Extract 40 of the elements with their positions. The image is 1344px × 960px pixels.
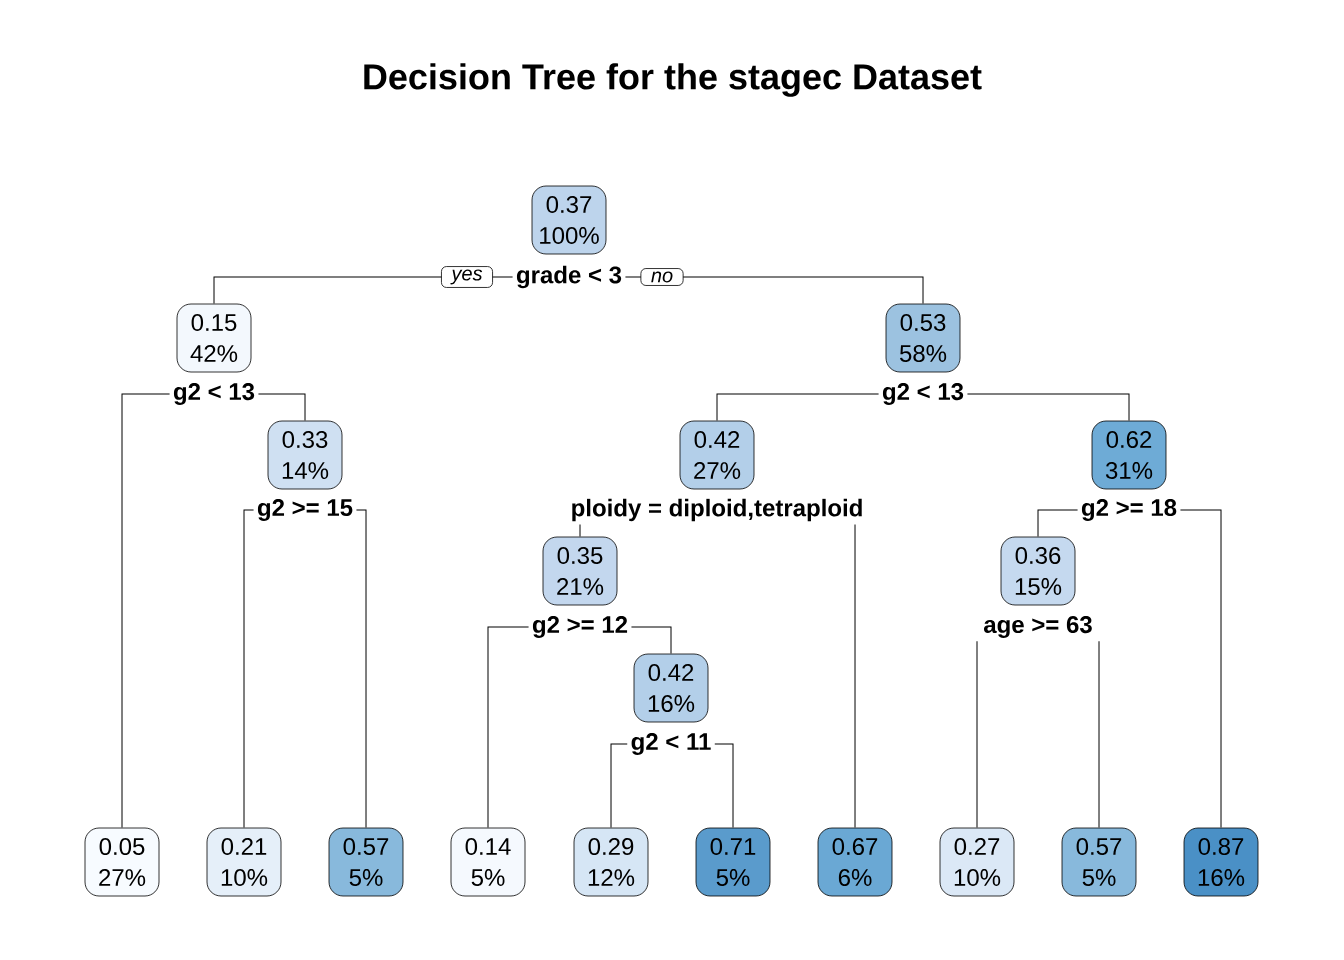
connector-line bbox=[121, 393, 171, 829]
split-label: g2 < 13 bbox=[173, 383, 255, 405]
title: Decision Tree for the stagec Dataset bbox=[364, 63, 982, 97]
split-label: g2 >= 18 bbox=[1081, 499, 1177, 521]
connector-line bbox=[1098, 640, 1100, 829]
connector-line bbox=[1037, 509, 1079, 538]
node-box: 0.71 5% bbox=[695, 827, 771, 897]
edge-label: no bbox=[640, 268, 684, 286]
split-label: g2 < 11 bbox=[631, 733, 711, 755]
connector-line bbox=[976, 640, 978, 829]
connector-line bbox=[966, 393, 1130, 422]
connector-line bbox=[243, 509, 255, 829]
split-label: grade < 3 bbox=[516, 265, 622, 289]
connector-line bbox=[610, 743, 628, 829]
split-label: g2 >= 12 bbox=[532, 616, 628, 638]
node-box: 0.57 5% bbox=[1061, 827, 1137, 897]
node-box: 0.37 100% bbox=[531, 185, 607, 255]
node-box: 0.29 12% bbox=[573, 827, 649, 897]
connector-line bbox=[854, 524, 856, 829]
connector-line bbox=[487, 626, 530, 829]
node-box: 0.67 6% bbox=[817, 827, 893, 897]
split-label: ploidy = diploid,tetraploid bbox=[572, 498, 862, 522]
node-box: 0.21 10% bbox=[206, 827, 282, 897]
node-box: 0.05 27% bbox=[84, 827, 160, 897]
node-box: 0.27 10% bbox=[939, 827, 1015, 897]
connector-line bbox=[355, 509, 367, 829]
connector-line bbox=[630, 626, 672, 655]
split-label: g2 >= 15 bbox=[257, 499, 353, 521]
node-box: 0.87 16% bbox=[1183, 827, 1259, 897]
connector-line bbox=[716, 393, 880, 422]
connector-line bbox=[714, 743, 734, 829]
connector-line bbox=[257, 393, 306, 422]
node-box: 0.14 5% bbox=[450, 827, 526, 897]
split-label: g2 < 13 bbox=[882, 383, 964, 405]
split-label: age >= 63 bbox=[984, 616, 1092, 638]
node-box: 0.42 27% bbox=[679, 420, 755, 490]
connector-line bbox=[1179, 509, 1222, 829]
edge-label: yes bbox=[441, 266, 493, 288]
node-box: 0.57 5% bbox=[328, 827, 404, 897]
connector-line bbox=[579, 524, 581, 538]
